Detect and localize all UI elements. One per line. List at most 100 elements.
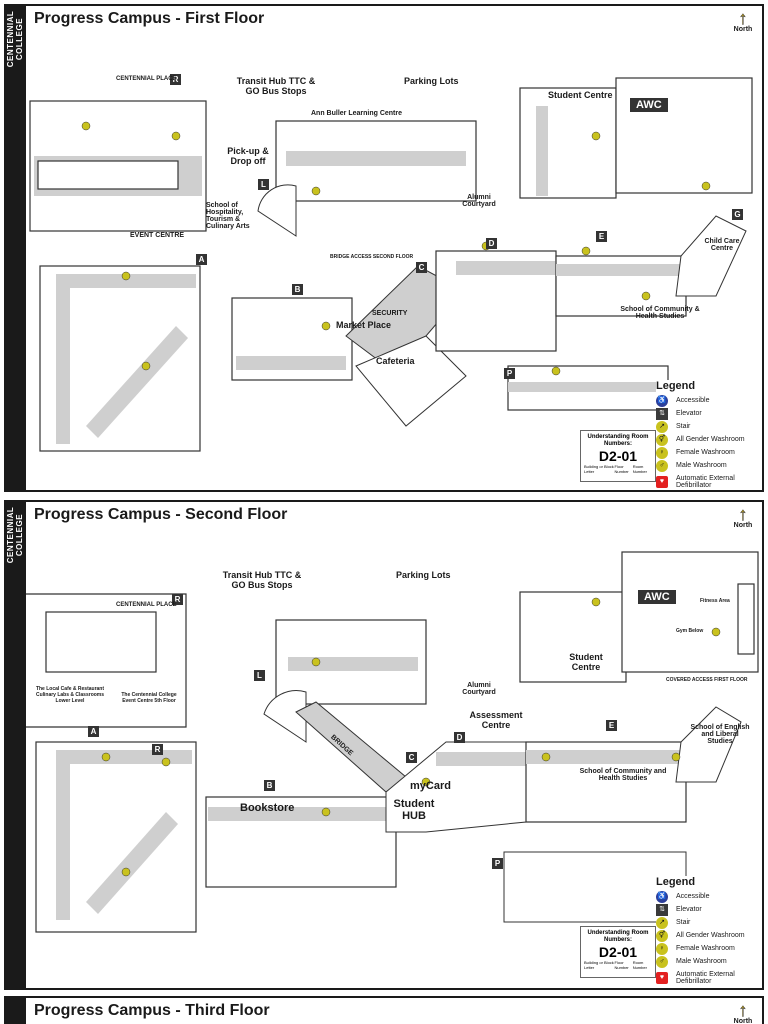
room-number-example: D2-01 [598, 944, 638, 960]
student-hub-label: Student HUB [393, 798, 435, 822]
legend-label: Elevator [676, 410, 702, 417]
elevator-icon: ⇅ [656, 407, 668, 420]
bookstore-label: Bookstore [240, 802, 295, 814]
legend-label: Elevator [676, 906, 702, 913]
building-g-tag: G [732, 209, 743, 220]
legend-accessible: ♿Accessible [656, 394, 762, 407]
north-arrow-icon: ↑ [738, 1000, 748, 1020]
local-cafe-label: The Local Cafe & Restaurant Culinary Lab… [35, 686, 105, 704]
awc-label: AWC [630, 98, 668, 112]
building-c-tag: C [406, 752, 417, 763]
legend-label: Male Washroom [676, 958, 727, 965]
female-washroom-icon: ♀ [656, 942, 668, 955]
mycard-label: myCard [410, 780, 451, 792]
legend-male: ♂ Male Washroom [656, 955, 762, 968]
legend-label: Stair [676, 919, 691, 926]
legend-elevator: ⇅ Elevator [656, 903, 762, 916]
north-arrow-icon: ↑ [738, 8, 748, 28]
legend-male: ♂ Male Washroom [656, 459, 762, 472]
north-arrow-icon: ↑ [738, 504, 748, 524]
building-a-tag: A [196, 254, 207, 265]
building-e-tag: E [606, 720, 617, 731]
gym-below-label: Gym Below [676, 628, 704, 634]
building-d-tag: D [454, 732, 465, 743]
security-label: SECURITY [372, 310, 408, 317]
brand-text: CENTENNIAL COLLEGE [6, 10, 24, 68]
brand-sidebar: CENTENNIAL COLLEGE [4, 4, 26, 76]
legend-label: Female Washroom [676, 449, 735, 456]
second-floor-map: Progress Campus - Second Floor ↑North [26, 502, 762, 988]
transit-hub-label: Transit Hub TTC & GO Bus Stops [222, 570, 302, 590]
legend-accessible: ♿ Accessible [656, 890, 762, 903]
legend-all-gender: ⚥All Gender Washroom [656, 929, 762, 942]
floor-title: Progress Campus - Third Floor [34, 1002, 270, 1019]
part-floor: Floor Number [614, 464, 629, 474]
transit-hub-label: Transit Hub TTC & GO Bus Stops [236, 76, 316, 96]
part-building: Building or Block Letter [584, 464, 614, 474]
accessible-icon: ♿ [656, 890, 668, 903]
second-floor-panel: CENTENNIAL COLLEGE Progress Campus - Sec… [4, 500, 764, 990]
covered-access-label: COVERED ACCESS FIRST FLOOR [666, 677, 748, 683]
third-floor-panel: Progress Campus - Third Floor ↑North [4, 996, 764, 1024]
legend-label: All Gender Washroom [676, 436, 745, 443]
centennial-place-label: CENTENNIAL PLACE [116, 602, 177, 608]
community-label: School of Community and Health Studies [579, 768, 667, 782]
centennial-place-label: CENTENNIAL PLACE [116, 76, 177, 82]
english-label: School of English and Liberal Studies [690, 724, 750, 745]
legend-title: Legend [656, 876, 696, 888]
elevator-icon: ⇅ [656, 903, 668, 916]
student-centre-label: Student Centre [548, 90, 613, 100]
building-d-tag: D [486, 238, 497, 249]
building-p-tag: P [492, 858, 503, 869]
legend-label: Automatic External Defibrillator [676, 971, 735, 985]
room-numbers-title: Understanding Room Numbers: [587, 434, 649, 447]
third-floor-map: Progress Campus - Third Floor ↑North [26, 998, 762, 1024]
north-indicator: ↑North [732, 1000, 754, 1024]
north-indicator: ↑North [732, 504, 754, 529]
north-indicator: ↑North [732, 8, 754, 33]
legend-label: Female Washroom [676, 945, 735, 952]
legend-panel: Legend ♿Accessible ⇅Elevator ↗Stair ⚥All… [656, 380, 762, 490]
male-washroom-icon: ♂ [656, 459, 668, 472]
building-l-tag: L [258, 179, 269, 190]
first-floor-panel: CENTENNIAL COLLEGE Progress Campus - Fir… [4, 4, 764, 492]
all-gender-washroom-icon: ⚥ [656, 929, 668, 942]
building-b-tag: B [264, 780, 275, 791]
first-floor-map: Progress Campus - First Floor ↑North [26, 6, 762, 490]
building-b-tag: B [292, 284, 303, 295]
legend-defibrillator: ♥Automatic External Defibrillator [656, 472, 762, 490]
defibrillator-icon: ♥ [656, 476, 668, 488]
cafeteria-label: Cafeteria [376, 356, 415, 366]
bridge-access-label: BRIDGE ACCESS SECOND FLOOR [330, 254, 414, 260]
brand-sidebar [4, 996, 26, 1024]
legend-stair: ↗Stair [656, 420, 762, 433]
legend-elevator: ⇅ Elevator [656, 407, 762, 420]
legend-label: Accessible [676, 893, 710, 900]
building-r2-tag: R [152, 744, 163, 755]
building-p-tag: P [504, 368, 515, 379]
male-washroom-icon: ♂ [656, 955, 668, 968]
child-care-label: Child Care Centre [704, 238, 740, 252]
awc-label: AWC [638, 590, 676, 604]
legend-label: Male Washroom [676, 462, 727, 469]
north-label: North [733, 26, 753, 33]
parking-lots-label: Parking Lots [404, 76, 459, 86]
part-floor: Floor Number [614, 960, 629, 970]
alumni-courtyard-label: Alumni Courtyard [462, 682, 496, 696]
ann-buller-label: Ann Buller Learning Centre [311, 110, 403, 117]
community-label: School of Community & Health Studies [620, 306, 700, 320]
pickup-label: Pick-up & Drop off [227, 146, 269, 166]
stair-icon: ↗ [656, 916, 668, 929]
parking-lots-label: Parking Lots [396, 570, 451, 580]
north-label: North [733, 1018, 753, 1024]
room-numbers-box: Understanding Room Numbers: D2-01 Buildi… [580, 926, 656, 978]
floor-title: Progress Campus - First Floor [34, 10, 265, 27]
fitness-area-label: Fitness Area [700, 598, 730, 604]
building-r-tag: R [172, 594, 183, 605]
legend-all-gender: ⚥ All Gender Washroom [656, 433, 762, 446]
all-gender-washroom-icon: ⚥ [656, 433, 668, 446]
legend-label: Accessible [676, 397, 710, 404]
legend-female: ♀ Female Washroom [656, 942, 762, 955]
building-l-tag: L [254, 670, 265, 681]
